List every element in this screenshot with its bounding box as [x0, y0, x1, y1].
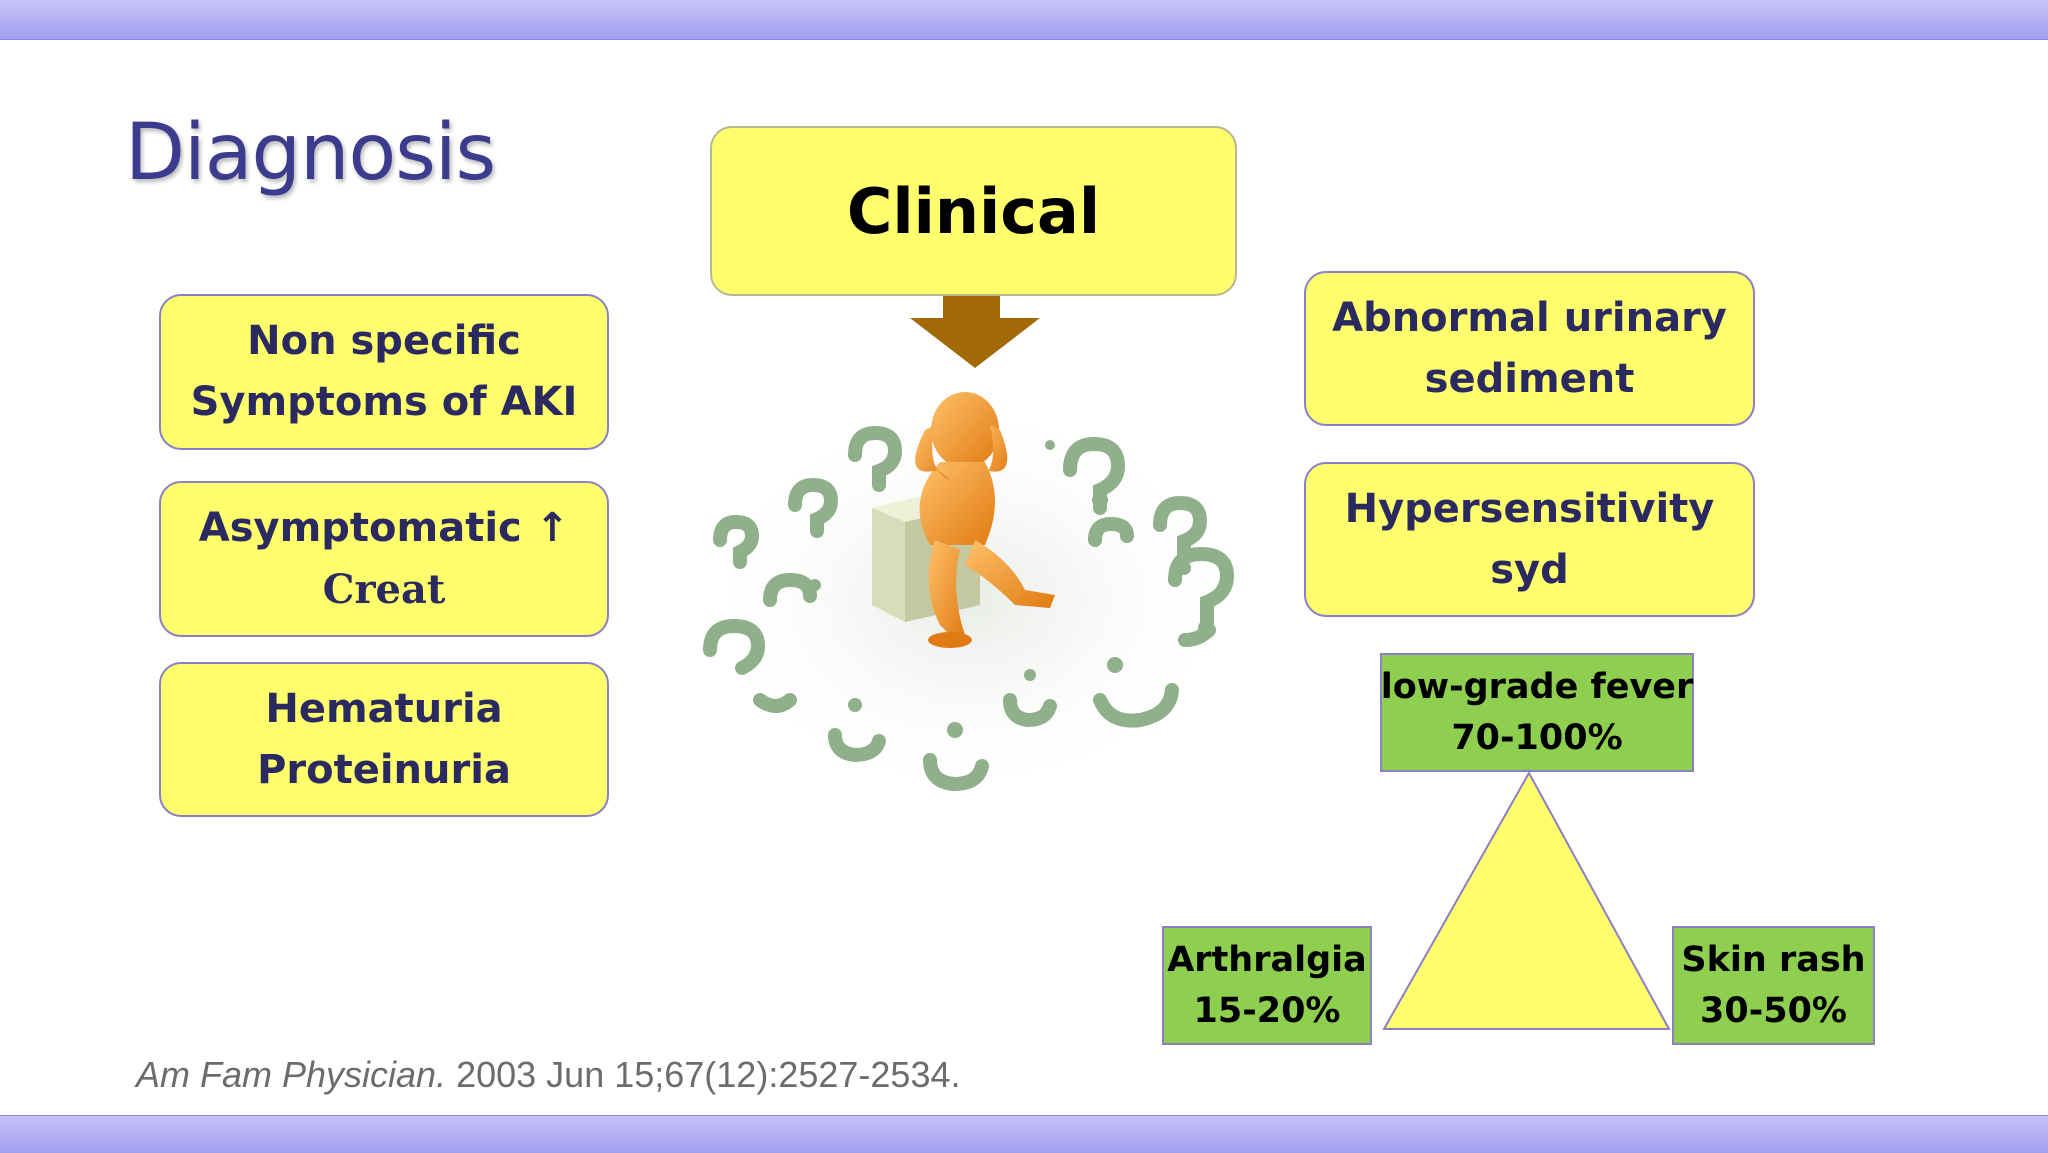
- slide-title: Diagnosis: [125, 108, 496, 198]
- box-line: syd: [1490, 546, 1569, 593]
- box-skin-rash: Skin rash 30-50%: [1672, 926, 1875, 1045]
- box-line: Asymptomatic ↑: [198, 505, 570, 551]
- triad-label: low-grade fever: [1380, 666, 1694, 707]
- citation: Am Fam Physician. 2003 Jun 15;67(12):252…: [136, 1054, 960, 1096]
- thinking-person-icon: [693, 392, 1243, 805]
- box-arthralgia: Arthralgia 15-20%: [1162, 926, 1372, 1045]
- box-low-grade-fever: low-grade fever 70-100%: [1380, 653, 1694, 772]
- triad-value: 30-50%: [1699, 990, 1847, 1031]
- citation-journal: Am Fam Physician.: [136, 1054, 447, 1095]
- triad-value: 70-100%: [1451, 717, 1623, 758]
- box-line: Non specific: [247, 318, 521, 364]
- box-line: Hematuria: [265, 685, 503, 732]
- bottom-band: [0, 1115, 2048, 1153]
- citation-details: 2003 Jun 15;67(12):2527-2534.: [446, 1054, 961, 1095]
- clinical-label: Clinical: [846, 174, 1101, 248]
- box-hematuria-proteinuria: Hematuria Proteinuria: [159, 662, 609, 817]
- box-line: sediment: [1424, 355, 1635, 402]
- down-arrow-icon: [910, 296, 1040, 368]
- box-line: Abnormal urinary: [1332, 294, 1727, 341]
- triad-label: Arthralgia: [1167, 939, 1367, 980]
- clinical-box: Clinical: [710, 126, 1237, 296]
- box-line: Symptoms of AKI: [190, 379, 578, 425]
- box-line: Proteinuria: [257, 746, 511, 793]
- triad-label: Skin rash: [1681, 939, 1866, 980]
- box-hypersensitivity-syd: Hypersensitivity syd: [1304, 462, 1755, 617]
- box-line: Hypersensitivity: [1344, 485, 1715, 532]
- box-nonspecific-symptoms: Non specific Symptoms of AKI: [159, 294, 609, 450]
- box-line: Creat: [322, 566, 446, 613]
- box-abnormal-urinary-sediment: Abnormal urinary sediment: [1304, 271, 1755, 426]
- box-asymptomatic-creat: Asymptomatic ↑ Creat: [159, 481, 609, 637]
- top-band: [0, 0, 2048, 40]
- triangle-shape: [1382, 770, 1671, 1030]
- triad-value: 15-20%: [1193, 990, 1341, 1031]
